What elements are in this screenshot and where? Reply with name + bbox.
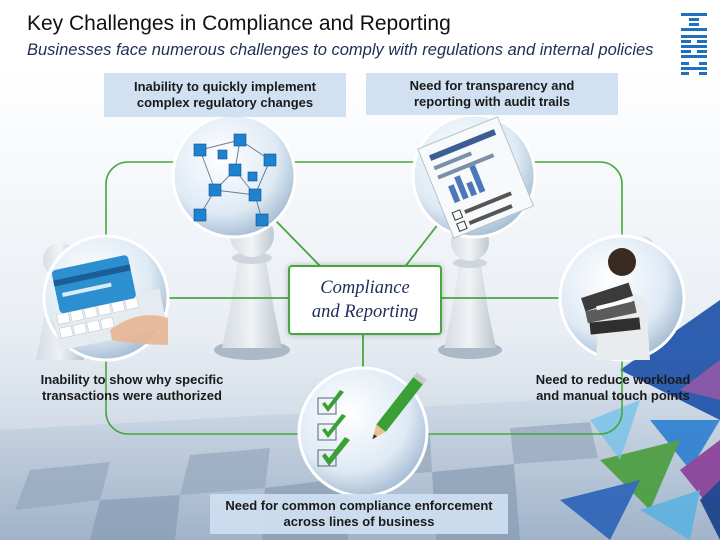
challenge-label-workload: Need to reduce workload and manual touch…: [535, 372, 691, 403]
challenge-label-enforcement: Need for common compliance enforcement a…: [210, 494, 508, 534]
page-subtitle: Businesses face numerous challenges to c…: [27, 41, 654, 59]
challenge-label-regulatory: Inability to quickly implement complex r…: [104, 73, 346, 117]
page-title: Key Challenges in Compliance and Reporti…: [27, 12, 451, 35]
triangle-pattern: [560, 300, 720, 540]
credit-card-keyboard-image: [42, 234, 170, 362]
audit-checklist-image: [411, 113, 537, 239]
center-label: Compliance and Reporting: [311, 278, 419, 322]
challenge-label-transparency: Need for transparency and reporting with…: [366, 73, 618, 115]
businessman-paperwork-image: [558, 234, 686, 362]
ibm-logo-icon: [681, 13, 707, 75]
center-box: [288, 265, 442, 335]
checkmarks-pencil-image: [297, 366, 429, 498]
challenge-label-authorization: Inability to show why specific transacti…: [40, 372, 224, 403]
network-cubes-image: [171, 113, 297, 239]
